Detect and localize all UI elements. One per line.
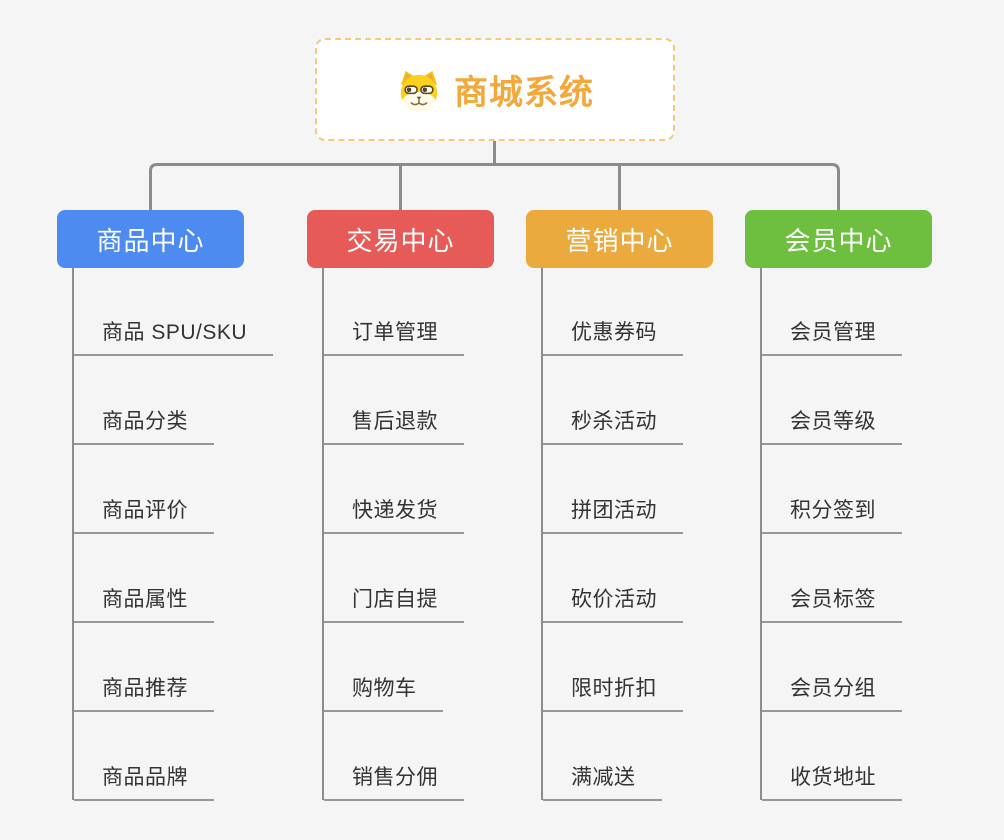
branch-node-label: 会员中心 (784, 225, 893, 256)
leaf-node[interactable]: 商品推荐 (74, 672, 214, 712)
leaf-node[interactable]: 秒杀活动 (543, 405, 683, 445)
leaf-node[interactable]: 满减送 (543, 761, 662, 801)
leaf-node[interactable]: 商品评价 (74, 494, 214, 534)
leaf-node[interactable]: 购物车 (324, 672, 443, 712)
branch-node-member-center[interactable]: 会员中心 (745, 210, 932, 268)
leaf-node[interactable]: 收货地址 (762, 761, 902, 801)
leaf-node[interactable]: 商品属性 (74, 583, 214, 623)
dog-face-icon (400, 70, 438, 111)
leaf-node[interactable]: 售后退款 (324, 405, 464, 445)
leaf-node[interactable]: 商品分类 (74, 405, 214, 445)
leaf-node[interactable]: 销售分佣 (324, 761, 464, 801)
branch-node-label: 商品中心 (96, 225, 205, 256)
branch-children-member-center: 会员管理 会员等级 积分签到 会员标签 会员分组 收货地址 (760, 268, 1004, 801)
leaf-node[interactable]: 商品品牌 (74, 761, 214, 801)
branch-node-product-center[interactable]: 商品中心 (57, 210, 244, 268)
branch-node-label: 营销中心 (565, 225, 674, 256)
branch-node-trade-center[interactable]: 交易中心 (307, 210, 494, 268)
branch-children-product-center: 商品 SPU/SKU 商品分类 商品评价 商品属性 商品推荐 商品品牌 (72, 268, 324, 801)
leaf-node[interactable]: 会员标签 (762, 583, 902, 623)
branch-node-marketing-center[interactable]: 营销中心 (526, 210, 713, 268)
root-node-mall-system[interactable]: 商城系统 (315, 38, 675, 141)
leaf-node[interactable]: 订单管理 (324, 316, 464, 356)
leaf-node[interactable]: 砍价活动 (543, 583, 683, 623)
leaf-node[interactable]: 优惠券码 (543, 316, 683, 356)
leaf-node[interactable]: 限时折扣 (543, 672, 683, 712)
branch-node-label: 交易中心 (346, 225, 455, 256)
leaf-node[interactable]: 快递发货 (324, 494, 464, 534)
leaf-node[interactable]: 积分签到 (762, 494, 902, 534)
leaf-node[interactable]: 门店自提 (324, 583, 464, 623)
branch-children-trade-center: 订单管理 售后退款 快递发货 门店自提 购物车 销售分佣 (322, 268, 574, 801)
leaf-node[interactable]: 拼团活动 (543, 494, 683, 534)
leaf-node[interactable]: 商品 SPU/SKU (74, 316, 274, 356)
leaf-node[interactable]: 会员分组 (762, 672, 902, 712)
leaf-node[interactable]: 会员等级 (762, 405, 902, 445)
leaf-node[interactable]: 会员管理 (762, 316, 902, 356)
root-node-label: 商城系统 (454, 74, 594, 112)
branch-children-marketing-center: 优惠券码 秒杀活动 拼团活动 砍价活动 限时折扣 满减送 (541, 268, 793, 801)
